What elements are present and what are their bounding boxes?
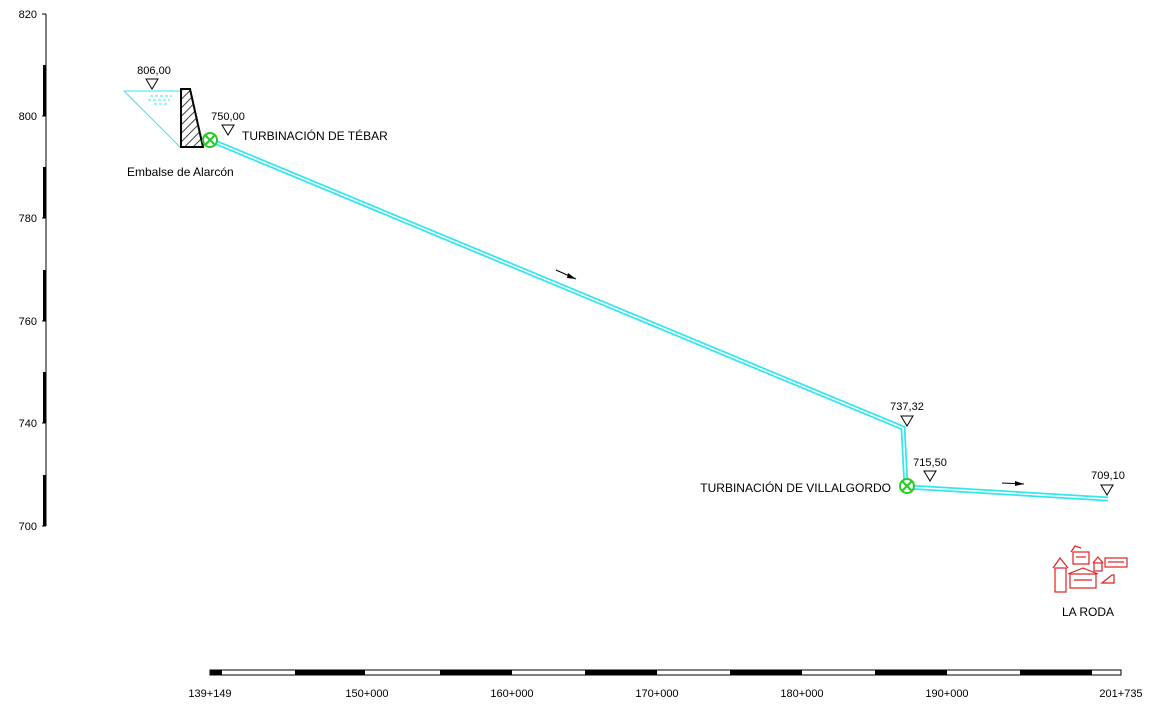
- end-point: 709,10: [1091, 470, 1125, 496]
- elevation-label: 737,32: [890, 401, 924, 413]
- x-scale-block: [1020, 670, 1092, 675]
- x-scale-block: [875, 670, 947, 675]
- y-tick-label: 700: [19, 521, 37, 533]
- x-scale-block: [440, 670, 512, 675]
- x-scale-block: [585, 670, 657, 675]
- dam-hatched-icon: [180, 88, 205, 148]
- town-houses-icon: [1052, 545, 1128, 593]
- x-tick-label: 139+149: [188, 688, 231, 700]
- x-tick-label: 150+000: [345, 688, 388, 700]
- y-tick-label: 740: [19, 418, 37, 430]
- circle-x-icon: [899, 478, 915, 494]
- pipe-lower-core: [907, 486, 1109, 500]
- reservoir-label: Embalse de Alarcón: [127, 165, 234, 179]
- x-tick-label: 201+735: [1099, 688, 1142, 700]
- y-scale-bar: [43, 270, 46, 321]
- pipe-upper-core: [209, 139, 907, 487]
- pipe-upper: [209, 137, 909, 487]
- x-tick-label: 170+000: [635, 688, 678, 700]
- turbine-label: TURBINACIÓN DE VILLALGORDO: [700, 480, 891, 495]
- y-tick-label: 820: [19, 9, 37, 21]
- x-scale-block: [730, 670, 802, 675]
- elevation-label: 709,10: [1091, 470, 1125, 482]
- elevation-label: 715,50: [913, 457, 947, 469]
- triangle-down-icon: [1100, 484, 1114, 496]
- x-axis: 139+149 150+000 160+000 170+000 180+000 …: [188, 669, 1143, 700]
- triangle-down-icon: [900, 415, 914, 427]
- reservoir: 806,00 Embalse de Alarcón: [123, 65, 234, 179]
- turbine-villalgordo: 737,32 715,50 TURBINACIÓN DE VILLALGORDO: [700, 401, 947, 495]
- triangle-down-icon: [145, 78, 159, 90]
- y-axis: 820 800 780 760 740 700: [19, 9, 47, 533]
- reservoir-slope: [123, 90, 181, 148]
- y-tick-label: 800: [19, 111, 37, 123]
- x-tick-label: 160+000: [490, 688, 533, 700]
- y-tick-label: 780: [19, 213, 37, 225]
- x-scale-block: [210, 670, 222, 675]
- x-tick-label: 180+000: [780, 688, 823, 700]
- turbine-tebar: 750,00 TURBINACIÓN DE TÉBAR: [202, 111, 388, 148]
- pipeline: [209, 137, 1109, 502]
- triangle-down-icon: [923, 470, 937, 482]
- turbine-label: TURBINACIÓN DE TÉBAR: [242, 128, 388, 143]
- town-label: LA RODA: [1062, 605, 1114, 619]
- y-scale-bar: [43, 167, 46, 218]
- y-tick-label: 760: [19, 316, 37, 328]
- elevation-label: 806,00: [137, 65, 171, 77]
- x-scale-block: [295, 670, 365, 675]
- y-scale-bar: [43, 372, 46, 423]
- elevation-label: 750,00: [211, 111, 245, 123]
- arrow-icon: [1001, 481, 1025, 486]
- y-scale-bar: [43, 475, 46, 526]
- y-scale-bar: [43, 65, 46, 116]
- x-tick-label: 190+000: [925, 688, 968, 700]
- arrow-icon: [555, 269, 577, 280]
- triangle-down-icon: [221, 124, 235, 136]
- circle-x-icon: [202, 132, 218, 148]
